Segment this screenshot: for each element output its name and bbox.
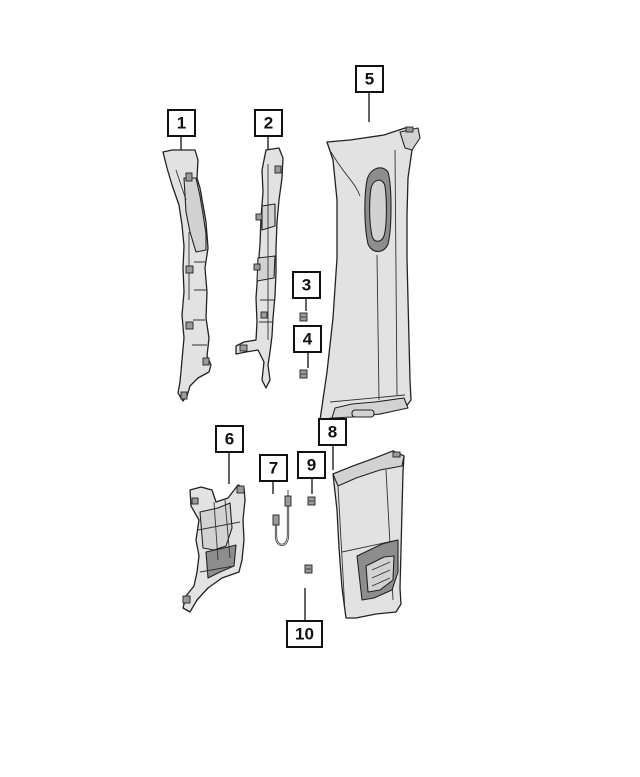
- callout-1[interactable]: 1: [167, 109, 196, 137]
- callout-7[interactable]: 7: [259, 454, 288, 482]
- callout-8[interactable]: 8: [318, 418, 347, 446]
- part-1-reinforcement[interactable]: [162, 149, 212, 402]
- callout-4[interactable]: 4: [293, 325, 322, 353]
- svg-text:1: 1: [177, 114, 186, 133]
- svg-text:5: 5: [365, 70, 374, 89]
- svg-text:4: 4: [303, 330, 313, 349]
- part-9-clip[interactable]: [307, 496, 316, 506]
- callout-3[interactable]: 3: [292, 271, 321, 299]
- svg-text:7: 7: [269, 459, 278, 478]
- callout-5[interactable]: 5: [355, 65, 384, 93]
- part-5-upper-pillar-trim[interactable]: [319, 126, 421, 421]
- part-8-lower-pillar-trim[interactable]: [332, 450, 405, 619]
- callout-2[interactable]: 2: [254, 109, 283, 137]
- svg-text:9: 9: [307, 456, 316, 475]
- part-2-belt-anchor-bracket[interactable]: [235, 147, 284, 389]
- svg-text:8: 8: [328, 423, 337, 442]
- part-10-clip[interactable]: [304, 564, 313, 574]
- callout-10[interactable]: 10: [286, 620, 323, 648]
- part-3-clip[interactable]: [299, 312, 308, 322]
- callout-9[interactable]: 9: [297, 451, 326, 479]
- svg-text:2: 2: [264, 114, 273, 133]
- part-6-lower-bracket[interactable]: [182, 484, 246, 613]
- part-4-clip[interactable]: [299, 369, 308, 379]
- part-7-rod[interactable]: [272, 490, 292, 546]
- svg-text:10: 10: [295, 625, 314, 644]
- svg-text:6: 6: [225, 430, 234, 449]
- callout-6[interactable]: 6: [215, 425, 244, 453]
- leader-lines: [180, 92, 370, 621]
- svg-text:3: 3: [302, 276, 311, 295]
